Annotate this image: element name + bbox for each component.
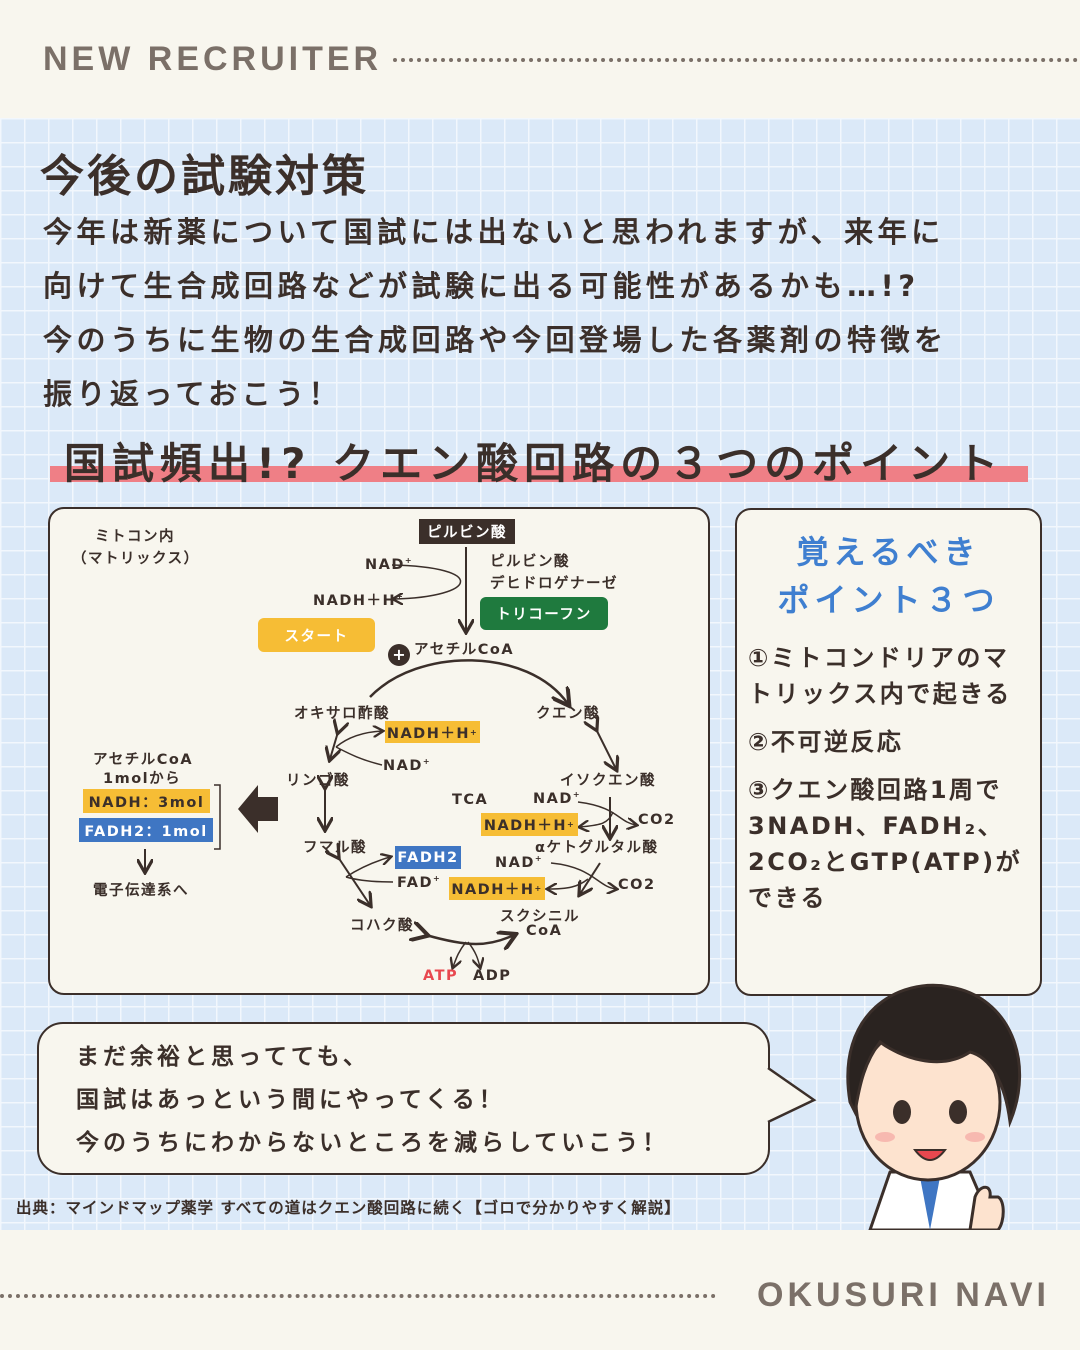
citric-acid-cycle-diagram: + ミトコン内 （マトリックス） ピルビン酸 ピルビン酸 デヒドロゲナーゼ NA… — [48, 507, 710, 995]
footer-band — [0, 1230, 1080, 1350]
co2-label: CO2 — [638, 812, 676, 828]
pyruvate-box: ピルビン酸 — [419, 519, 515, 544]
header-divider — [393, 58, 1078, 62]
points-list: ①ミトコンドリアのマトリックス内で起きる ②不可逆反応 ③クエン酸回路1周で3N… — [748, 640, 1033, 928]
big-left-arrow — [238, 785, 278, 833]
body-line: 振り返っておこう！ — [43, 377, 343, 411]
speech-bubble — [37, 1022, 770, 1175]
start-tag: スタート — [258, 618, 375, 652]
citrate-label: クエン酸 — [536, 706, 600, 722]
pharmacist-avatar — [846, 983, 1022, 1232]
bubble-line: 国試はあっという間にやってくる！ — [76, 1087, 506, 1113]
enzyme-label: ピルビン酸 — [490, 554, 570, 570]
malate-label: リンゴ酸 — [286, 773, 350, 789]
nad-label: NAD+ — [495, 854, 544, 871]
nadh-yellow-tag: NADH＋H+ — [385, 721, 480, 743]
points-title-line: ポイント３つ — [777, 581, 1000, 619]
nadh-yellow-tag: NADH＋H+ — [481, 813, 578, 836]
location-label: （マトリックス） — [72, 551, 200, 567]
section-body: 今年は新薬について国試には出ないと思われますが、来年に 向けて生合成回路などが試… — [43, 205, 948, 421]
nad-label: NAD+ — [533, 790, 582, 807]
location-label: ミトコン内 — [95, 529, 175, 545]
footer-brand: OKUSURI NAVI — [757, 1276, 1050, 1314]
nad-label: NAD+ — [365, 556, 414, 573]
fadh2-mol-tag: FADH2：1mol — [79, 818, 213, 842]
succinylcoa-label: CoA — [526, 923, 563, 939]
fad-label: FAD+ — [397, 874, 442, 891]
oxaloacetate-label: オキサロ酢酸 — [294, 706, 390, 722]
header-brand: NEW RECRUITER — [43, 40, 383, 78]
fadh2-blue-tag: FADH2 — [395, 846, 461, 869]
summary-label: 1molから — [103, 771, 182, 787]
trico-tag: トリコーフン — [480, 597, 608, 630]
summary-label: アセチルCoA — [93, 752, 194, 768]
points-heading: 国試頻出!? クエン酸回路の３つのポイント — [64, 439, 1005, 488]
svg-text:+: + — [392, 645, 405, 664]
body-line: 今年は新薬について国試には出ないと思われますが、来年に — [43, 215, 945, 249]
fumarate-label: フマル酸 — [303, 840, 367, 856]
points-title: 覚えるべき ポイント３つ — [735, 528, 1042, 624]
acetylcoa-label: アセチルCoA — [414, 642, 515, 658]
nadh-mol-tag: NADH：3mol — [83, 789, 210, 813]
bubble-line: まだ余裕と思ってても、 — [76, 1044, 371, 1070]
plus-icon — [388, 644, 410, 666]
bubble-line: 今のうちにわからないところを減らしていこう！ — [76, 1130, 670, 1156]
akg-label: αケトグルタル酸 — [535, 840, 659, 856]
source-citation: 出典：マインドマップ薬学 すべての道はクエン酸回路に続く【ゴロで分かりやすく解説… — [16, 1199, 681, 1217]
point-item: ①ミトコンドリアのマトリックス内で起きる — [748, 644, 1012, 708]
adp-label: ADP — [473, 968, 512, 984]
points-panel — [735, 508, 1042, 996]
cycle-arrows: + — [48, 547, 710, 995]
footer-divider — [0, 1294, 716, 1298]
electron-transport-label: 電子伝達系へ — [93, 883, 189, 899]
succinylcoa-label: スクシニル — [500, 909, 580, 925]
bubble-text: まだ余裕と思ってても、 国試はあっという間にやってくる！ 今のうちにわからないと… — [76, 1036, 669, 1165]
point-item: ②不可逆反応 — [748, 728, 904, 756]
atp-label: ATP — [423, 968, 459, 984]
points-title-line: 覚えるべき — [796, 533, 981, 571]
succinate-label: コハク酸 — [350, 918, 414, 934]
co2-label: CO2 — [618, 877, 656, 893]
heading-underline — [50, 466, 1028, 482]
enzyme-label: デヒドロゲナーゼ — [490, 576, 618, 592]
section-title: 今後の試験対策 — [36, 140, 379, 204]
nadh-label: NADH＋H+ — [313, 592, 405, 609]
tca-label: TCA — [452, 792, 489, 808]
section-title-text: 今後の試験対策 — [40, 151, 369, 202]
point-item: ③クエン酸回路1周で3NADH、FADH₂、2CO₂とGTP(ATP)ができる — [748, 776, 1023, 912]
bubble-tail — [767, 1066, 817, 1124]
nadh-yellow-tag: NADH＋H+ — [449, 877, 545, 900]
body-line: 今のうちに生物の生合成回路や今回登場した各薬剤の特徴を — [43, 323, 948, 357]
body-line: 向けて生合成回路などが試験に出る可能性があるかも…!? — [43, 269, 920, 303]
isocitrate-label: イソクエン酸 — [560, 773, 656, 789]
nad-label: NAD+ — [383, 757, 432, 774]
